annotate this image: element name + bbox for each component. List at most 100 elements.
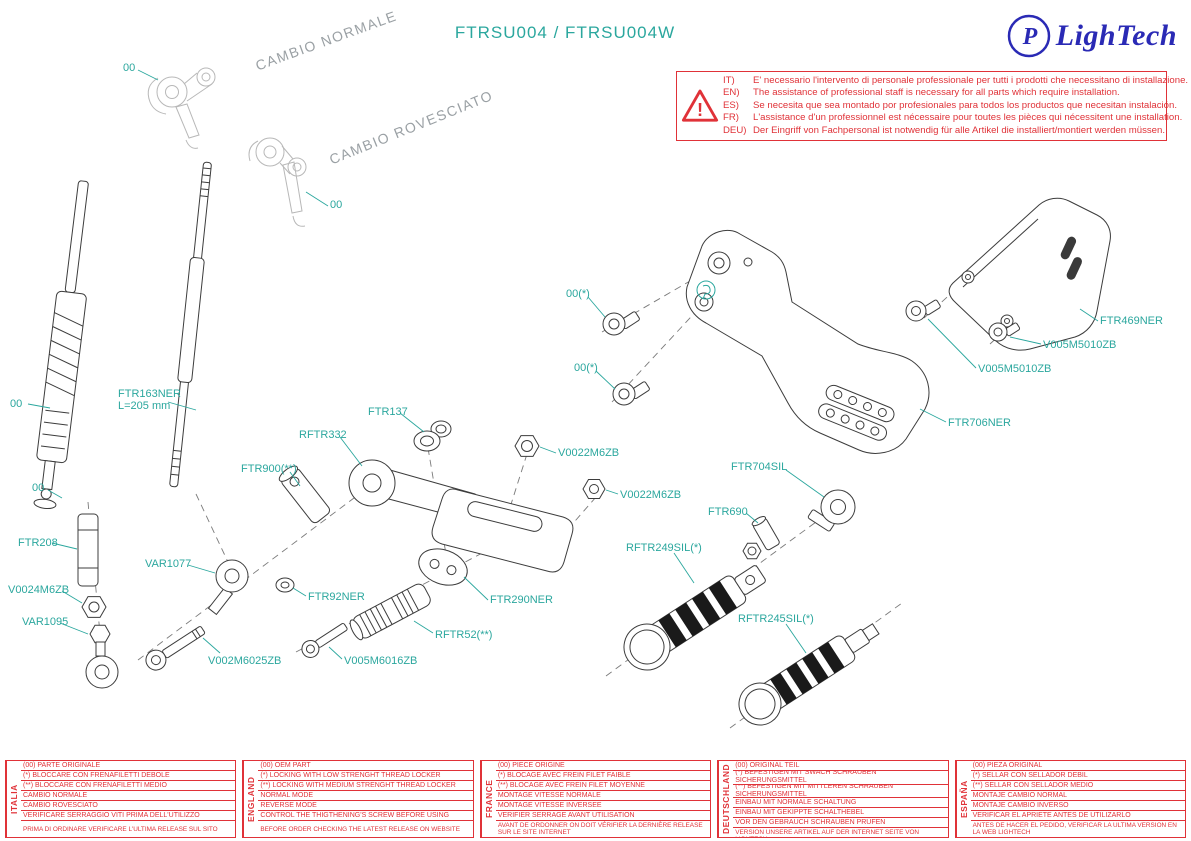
legend-row: (00) PIEZA ORIGINAL [970, 761, 1186, 771]
ftr208-drawing [77, 513, 99, 587]
legend-country-label: ESPAÑA [955, 761, 971, 837]
legend-row: VERIFICAR EL APRIETE ANTES DE UTILIZARLO [970, 811, 1186, 821]
ftr706ner-bracket-drawing [685, 230, 930, 454]
installation-warning-box: ! IT) E' necessario l'intervento di perso… [676, 71, 1188, 141]
warning-line-fr: FR)L'assistance d'un professionnel est n… [723, 112, 1188, 124]
legend-row: (**) LOCKING WITH MEDIUM STRENGHT THREAD… [258, 781, 473, 791]
svg-text:!: ! [697, 99, 703, 120]
leader-lines [27, 69, 1099, 660]
lightech-logo: P LighTech [1006, 13, 1177, 59]
legend-row: (00) OEM PART [258, 761, 473, 771]
legend-row: AVANT DE ORDONNER ON DOIT VÉRIFIER LA DE… [497, 822, 703, 836]
shock-absorber-drawing [33, 180, 89, 510]
legend-rows: (00) OEM PART(*) LOCKING WITH LOW STRENG… [258, 761, 473, 837]
warning-lang-prefix: DEU) [723, 124, 747, 136]
legend-row: (*) SELLAR CON SELLADOR DEBIL [970, 771, 1186, 781]
svg-text:P: P [1021, 24, 1037, 50]
rftr249sil-footpeg-drawing [623, 565, 766, 671]
legend-country-label: ITALIA [6, 761, 21, 837]
legend-row: VOR DER BESTELLUNG ÜBERPRÜFEN SIE BITTE … [735, 828, 924, 837]
lightech-logo-icon: P [1007, 14, 1051, 58]
legend-row: (**) BLOCCARE CON FRENAFILETTI MEDIO [21, 781, 236, 791]
legend-country-label: FRANCE [480, 761, 496, 837]
legend-row: CONTROL THE THIGTHENING'S SCREW BEFORE U… [258, 811, 473, 821]
legend-row: NORMAL MODE [258, 791, 473, 801]
rftr52-shift-peg-drawing [349, 583, 431, 641]
warning-line-es: ES) Se necesita que sea montado por profe… [723, 100, 1188, 112]
rftr245sil-footpeg-drawing [738, 623, 880, 726]
legend-table-italia: ITALIA(00) PARTE ORIGINALE(*) BLOCCARE C… [5, 760, 237, 838]
warning-text: Se necesita que sea montado por profesio… [753, 99, 1177, 111]
legend-row: (00) PIECE ORIGINE [495, 761, 711, 771]
legend-row: (00) ORIGINAL TEIL [733, 761, 948, 771]
warning-lang-prefix: EN) [723, 87, 740, 99]
warning-text: L'assistance d'un professionnel est néce… [753, 112, 1183, 124]
footpeg-nut-drawing [742, 542, 762, 560]
ftr690-screw-drawing [751, 516, 780, 551]
legend-table-deutschland: DEUTSCHLAND(00) ORIGINAL TEIL(*) BEFESTI… [717, 760, 949, 838]
legend-row: (**) BLOCAGE AVEC FREIN FILET MOYENNE [495, 781, 711, 791]
legend-row: (*) BLOCAGE AVEC FREIN FILET FAIBLE [495, 771, 711, 781]
warning-line-en: EN) The assistance of professional staff … [723, 87, 1188, 99]
legend-row: PRIMA DI ORDINARE VERIFICARE L'ULTIMA RE… [23, 825, 218, 833]
oem-screw1-drawing [602, 311, 640, 336]
legend-row: ANTES DE HACER EL PEDIDO, VERIFICAR LA U… [972, 822, 1177, 836]
page-title: FTRSU004 / FTRSU004W [454, 23, 676, 42]
legend-row: MONTAGE VITESSE NORMALE [495, 791, 711, 801]
ftr163ner-rod-drawing [169, 161, 212, 488]
legend-row: CAMBIO ROVESCIATO [21, 801, 236, 811]
ftr137-washers-drawing [413, 420, 452, 452]
bracket-logo-icon [696, 280, 716, 300]
ftr469ner-heel-guard-drawing [948, 197, 1111, 351]
ftr92ner-washer-drawing [275, 577, 295, 593]
legend-country-label: DEUTSCHLAND [718, 761, 734, 837]
v002m6025zb-screw-drawing [145, 626, 206, 671]
var1077-rod-end-drawing [207, 559, 249, 616]
oem-screw2-drawing [612, 381, 650, 406]
warning-line-it: IT) E' necessario l'intervento di persona… [723, 75, 1188, 87]
legend-row: VOR DEN GEBRAUCH SCHRAUBEN PRÜFEN [733, 818, 948, 828]
legend-row: REVERSE MODE [258, 801, 473, 811]
legend-tables: ITALIA(00) PARTE ORIGINALE(*) BLOCCARE C… [5, 760, 1187, 838]
ftr290ner-plate-drawing [418, 548, 468, 586]
lightech-logo-text: LighTech [1055, 19, 1177, 52]
legend-row: (*) BEFESTIGEN MIT SWACH SCHRAUBEN SICHE… [733, 771, 948, 785]
ghost-lever-reverse [248, 137, 307, 227]
warning-text: Der Eingriff von Fachpersonal ist notwen… [753, 124, 1166, 136]
v0024m6zb-nut-drawing [81, 596, 107, 618]
legend-rows: (00) ORIGINAL TEIL(*) BEFESTIGEN MIT SWA… [733, 761, 948, 837]
legend-table-england: ENGLAND(00) OEM PART(*) LOCKING WITH LOW… [242, 760, 474, 838]
var1095-rod-end-drawing [85, 624, 119, 689]
warning-text: E' necessario l'intervento di personale … [753, 74, 1189, 86]
ftr900-screw-drawing [278, 465, 331, 524]
ftr704sil-rod-end-drawing [807, 489, 856, 532]
legend-rows: (00) PARTE ORIGINALE(*) BLOCCARE CON FRE… [21, 761, 236, 837]
v005m6016zb-screw-drawing [301, 623, 348, 658]
legend-rows: (00) PIEZA ORIGINAL(*) SELLAR CON SELLAD… [970, 761, 1186, 837]
legend-row: (00) PARTE ORIGINALE [21, 761, 236, 771]
legend-row: (**) SELLAR CON SELLADOR MEDIO [970, 781, 1186, 791]
ghost-lever-normal [147, 67, 216, 149]
warning-line-deu: DEU) Der Eingriff von Fachpersonal ist no… [723, 125, 1188, 137]
legend-row: (*) LOCKING WITH LOW STRENGHT THREAD LOC… [258, 771, 473, 781]
warning-lang-prefix: ES) [723, 99, 739, 111]
warning-text: The assistance of professional staff is … [753, 87, 1120, 99]
legend-rows: (00) PIECE ORIGINE(*) BLOCAGE AVEC FREIN… [495, 761, 711, 837]
warning-lang-prefix: IT) [723, 74, 735, 86]
legend-table-france: FRANCE(00) PIECE ORIGINE(*) BLOCAGE AVEC… [479, 760, 712, 838]
assembly-axis-lines [87, 265, 1041, 729]
warning-triangle-icon: ! [677, 87, 723, 125]
legend-row: (**) BEFESTIGEN MIT MITTLEREN SCHRAUBEN … [733, 785, 948, 798]
v005m5010zb-screw1-drawing [905, 299, 941, 322]
legend-row: MONTAGE VITESSE INVERSEE [495, 801, 711, 811]
legend-row: (*) BLOCCARE CON FRENAFILETTI DEBOLE [21, 771, 236, 781]
legend-row: CAMBIO NORMALE [21, 791, 236, 801]
v0022m6zb-nut2-drawing [582, 479, 606, 499]
v005m5010zb-screw2-drawing [988, 322, 1021, 342]
legend-row: VERIFICARE SERRAGGIO VITI PRIMA DELL'UTI… [21, 811, 236, 821]
legend-row: BEFORE ORDER CHECKING THE LATEST RELEASE… [260, 825, 460, 833]
legend-table-espana: ESPAÑA(00) PIEZA ORIGINAL(*) SELLAR CON … [954, 760, 1187, 838]
legend-row: VERIFIER SERRAGE AVANT UTILISATION [495, 811, 711, 821]
